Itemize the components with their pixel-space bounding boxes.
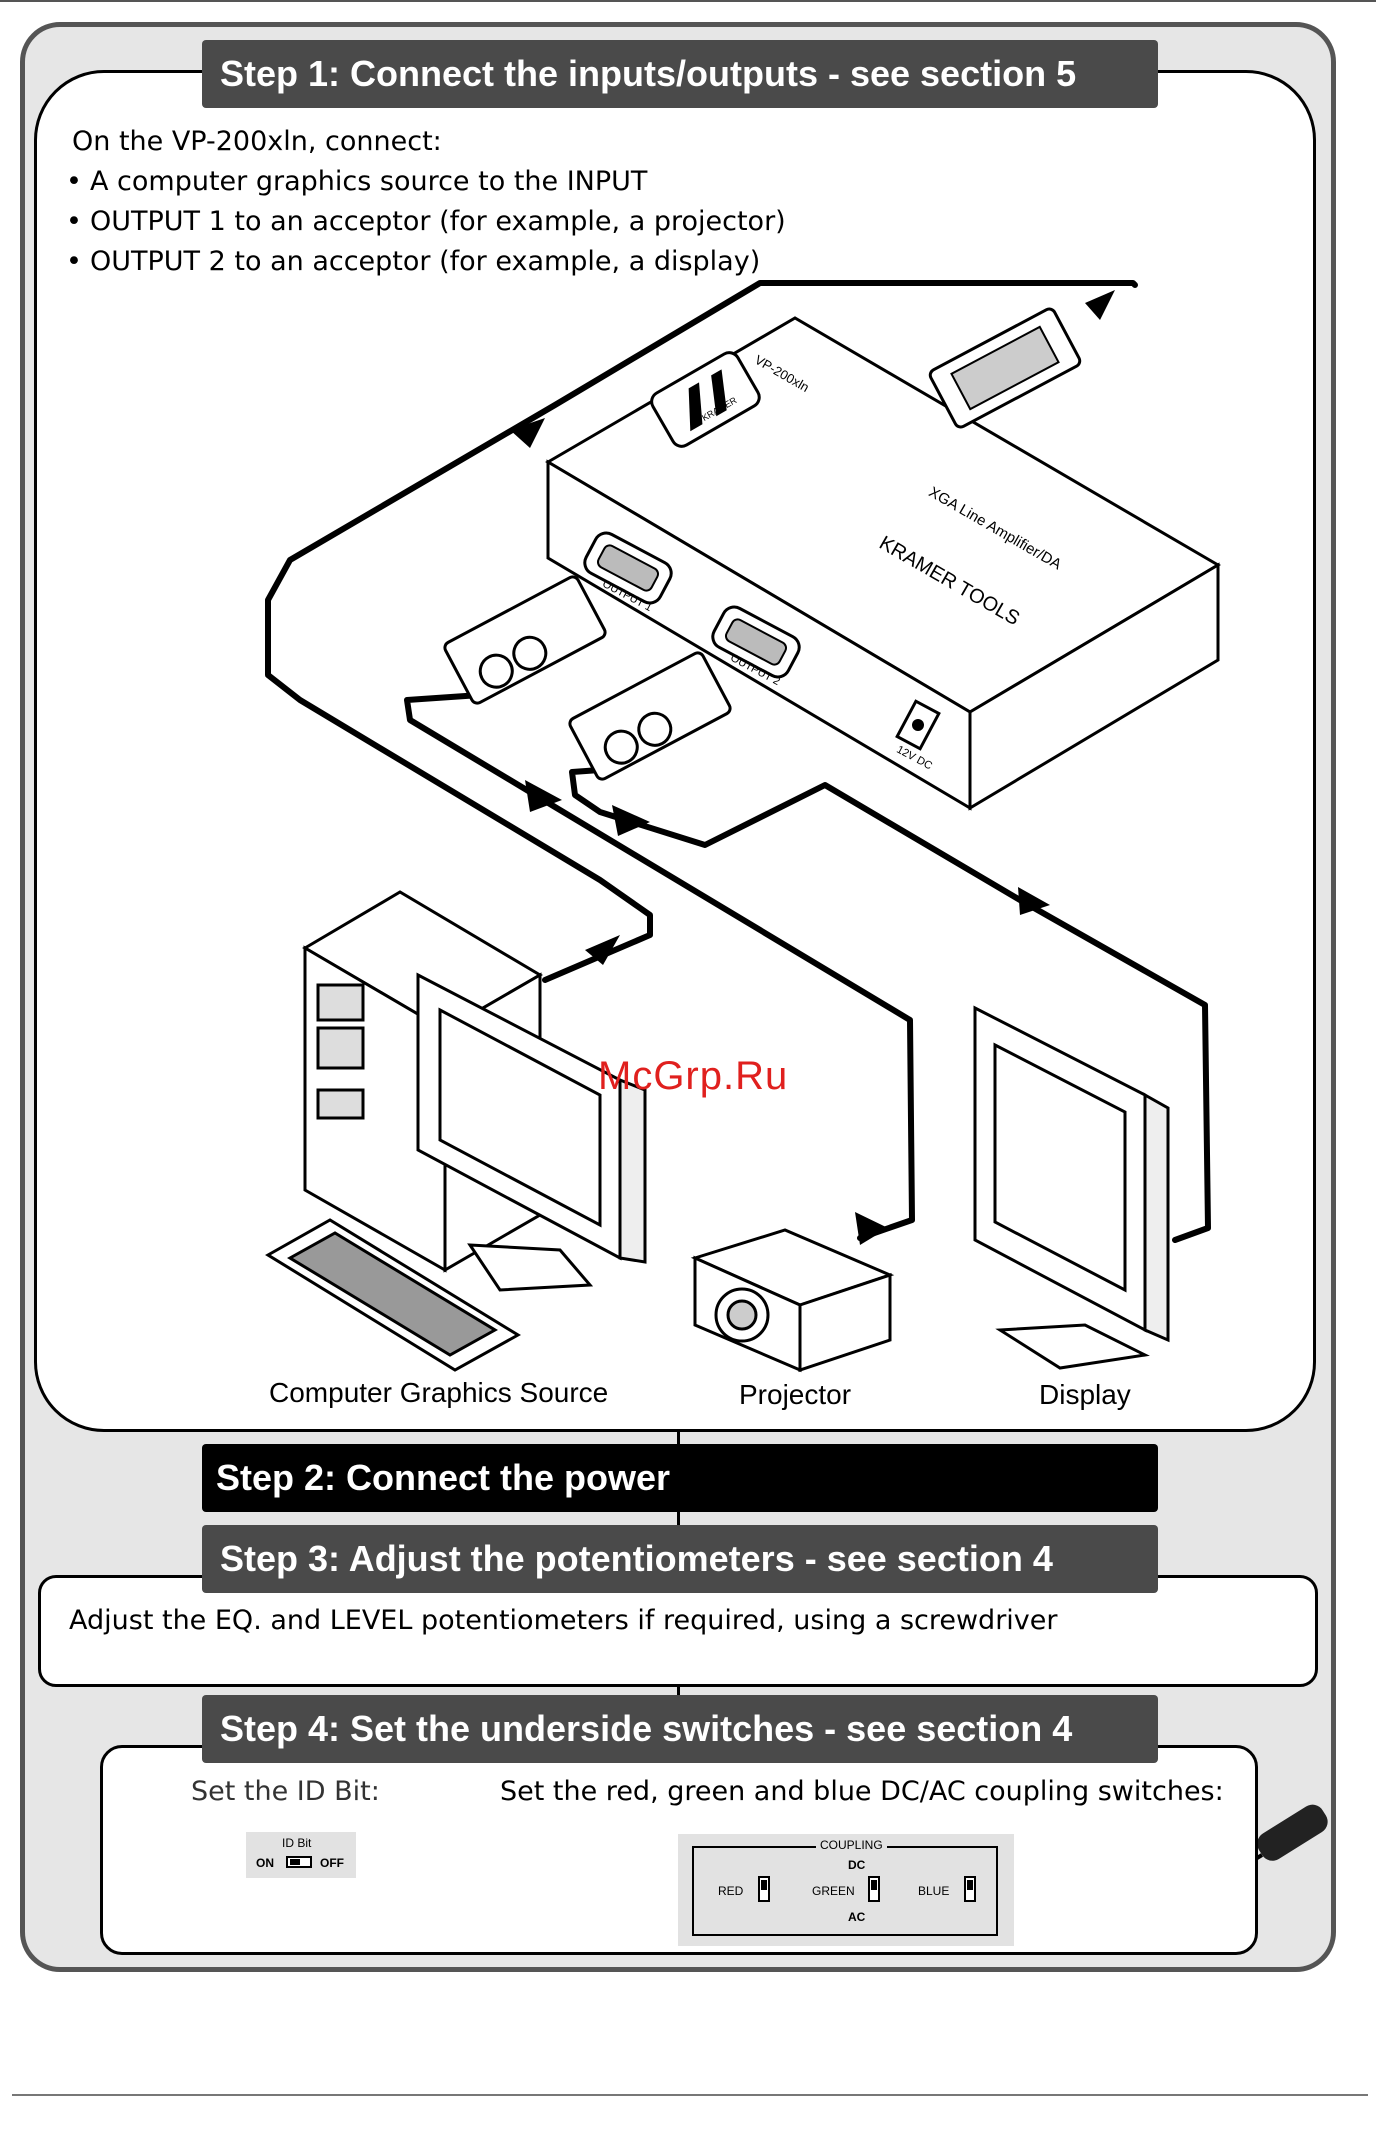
id-bit-on: ON [256, 1856, 274, 1870]
coupling-switch-panel: COUPLING DC AC RED GREEN BLUE [678, 1834, 1014, 1946]
arrow-projector [855, 1212, 888, 1245]
cable-input [265, 280, 1138, 983]
coupling-title: COUPLING [816, 1838, 887, 1852]
projector [690, 1228, 895, 1373]
arrow-output1-mid [525, 780, 562, 812]
caption-display: Display [1039, 1379, 1131, 1410]
power-jack [895, 699, 941, 751]
arrow-input-top [1085, 290, 1115, 320]
display-monitor [973, 1005, 1170, 1370]
watermark: McGrp.Ru [598, 1054, 789, 1098]
keyboard [265, 1218, 521, 1372]
id-bit-toggle[interactable] [286, 1856, 312, 1868]
coupling-ac: AC [848, 1910, 866, 1924]
step-connector [677, 1684, 680, 1698]
input-connector [928, 307, 1082, 429]
output1-connector [443, 575, 607, 705]
kramer-logo [650, 351, 761, 448]
step1-bullet-output1: OUTPUT 1 to an acceptor (for example, a … [64, 206, 786, 237]
step-connector [677, 1428, 680, 1448]
coupling-blue-label: BLUE [918, 1884, 950, 1898]
arrow-output2-right [1018, 887, 1050, 915]
bottom-rule [12, 2094, 1368, 2096]
arrow-source-in [585, 935, 620, 965]
id-bit-off: OFF [320, 1856, 344, 1870]
caption-source: Computer Graphics Source [269, 1377, 609, 1408]
cable-output2 [569, 767, 1211, 1243]
arrow-output2-mid [612, 805, 650, 836]
id-bit-switch-panel: ID Bit ON OFF [246, 1832, 356, 1878]
source-monitor [416, 972, 647, 1292]
caption-projector: Projector [739, 1379, 852, 1410]
coupling-red-switch[interactable] [758, 1876, 770, 1902]
arrow-input-left [510, 418, 545, 448]
coupling-green-switch[interactable] [868, 1876, 880, 1902]
coupling-red-label: RED [718, 1884, 744, 1898]
coupling-blue-switch[interactable] [964, 1876, 976, 1902]
step3-body: Adjust the EQ. and LEVEL potentiometers … [69, 1605, 1058, 1636]
id-bit-title: ID Bit [282, 1836, 312, 1850]
step3-header: Step 3: Adjust the potentiometers - see … [202, 1525, 1158, 1593]
step1-bullet-input: A computer graphics source to the INPUT [64, 166, 647, 197]
coupling-green-label: GREEN [812, 1884, 855, 1898]
output2-connector [568, 651, 732, 781]
step1-header: Step 1: Connect the inputs/outputs - see… [202, 40, 1158, 108]
step1-intro: On the VP-200xln, connect: [72, 126, 442, 157]
step-connector [677, 1510, 680, 1528]
step4-id-label: Set the ID Bit: [191, 1776, 380, 1807]
output1-port [583, 531, 673, 605]
step2-header: Step 2: Connect the power [202, 1444, 1158, 1512]
output2-port [711, 605, 801, 679]
step4-coupling-label: Set the red, green and blue DC/AC coupli… [500, 1776, 1224, 1807]
top-rule [0, 0, 1376, 2]
step4-header: Step 4: Set the underside switches - see… [202, 1695, 1158, 1763]
coupling-dc: DC [848, 1858, 866, 1872]
step1-bullet-output2: OUTPUT 2 to an acceptor (for example, a … [64, 246, 760, 277]
